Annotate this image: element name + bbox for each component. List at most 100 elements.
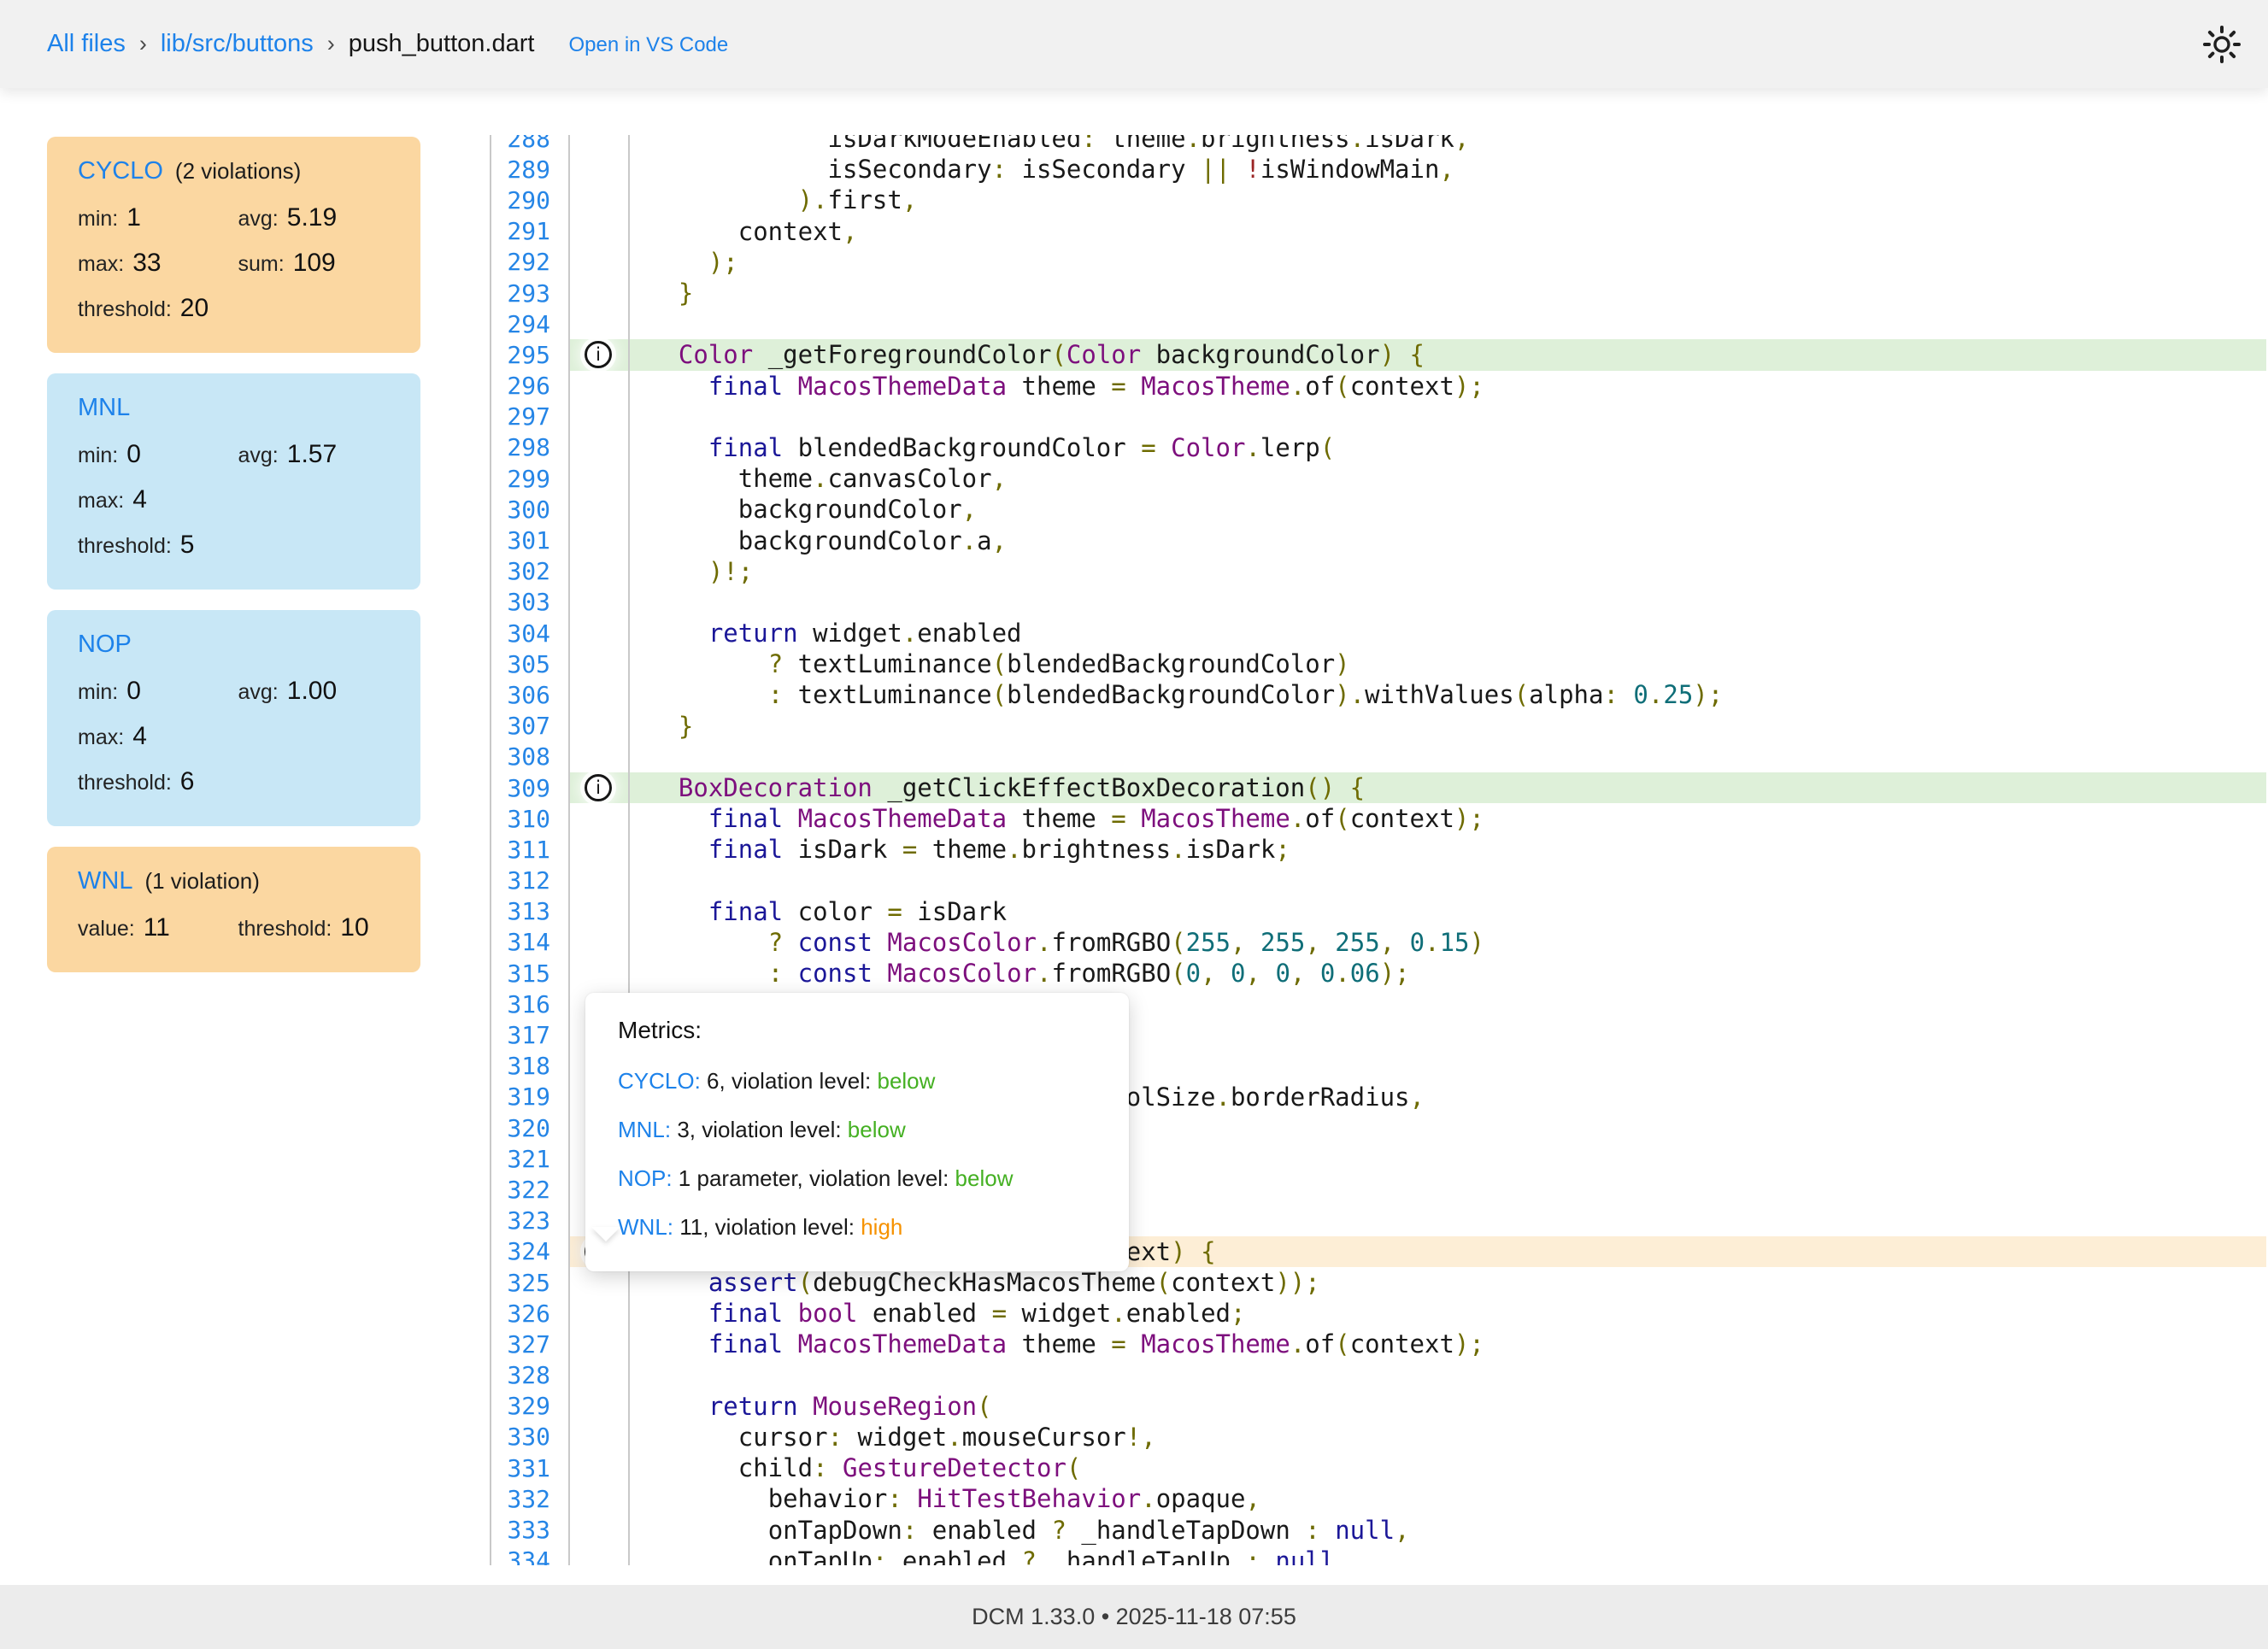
- token: final: [708, 371, 784, 401]
- token: isDarkModeEnabled: [827, 135, 1082, 154]
- indent: [649, 835, 708, 864]
- line-number: 306: [491, 680, 568, 709]
- token: .: [947, 1422, 962, 1452]
- sun-icon: [2200, 26, 2244, 69]
- indent: [649, 433, 708, 462]
- icon-gutter: i: [568, 772, 628, 803]
- metric-title-link[interactable]: NOP: [78, 631, 132, 658]
- token: 0: [1409, 927, 1425, 957]
- token: );: [1454, 371, 1484, 401]
- open-in-vscode-link[interactable]: Open in VS Code: [568, 33, 729, 56]
- token: [1231, 155, 1245, 184]
- metric-card-header: WNL(1 violation): [78, 867, 398, 905]
- token: ,: [1245, 959, 1260, 989]
- token: (: [1155, 1268, 1172, 1298]
- code-row-body: onTapDown: enabled ? _handleTapDown : nu…: [568, 1514, 2266, 1545]
- token: fromRGBO: [1051, 959, 1172, 989]
- icon-gutter: [568, 278, 628, 308]
- code-row: 293 }: [491, 278, 2266, 308]
- token: .: [902, 619, 918, 648]
- line-number: 294: [491, 309, 568, 338]
- line-number: 297: [491, 402, 568, 431]
- token: _getForegroundColor: [753, 340, 1052, 370]
- code-text: final MacosThemeData theme = MacosTheme.…: [628, 1329, 1484, 1359]
- icon-gutter: [568, 1298, 628, 1329]
- info-icon[interactable]: i: [585, 341, 612, 369]
- token: .: [1648, 680, 1664, 710]
- token: (: [1335, 1329, 1350, 1359]
- token: [828, 1453, 843, 1482]
- token: final: [708, 432, 784, 462]
- stat-value: 33: [132, 248, 162, 277]
- line-number: 316: [491, 989, 568, 1018]
- token: widget: [797, 619, 902, 648]
- metric-title-link[interactable]: WNL: [78, 867, 133, 895]
- code-text: theme.canvasColor,: [628, 464, 1007, 493]
- token: (: [991, 680, 1008, 710]
- indent: [649, 1268, 708, 1297]
- code-row-body: isDarkModeEnabled: theme.brightness.isDa…: [568, 135, 2266, 154]
- code-text: }: [628, 279, 693, 308]
- stat: threshold:10: [238, 913, 399, 942]
- icon-gutter: [568, 1514, 628, 1545]
- token: ,: [1454, 135, 1470, 154]
- token: return: [708, 619, 798, 648]
- token: MacosColor: [887, 959, 1037, 989]
- theme-toggle-button[interactable]: [2200, 22, 2244, 67]
- line-number: 325: [491, 1268, 568, 1297]
- indent: [649, 340, 679, 369]
- code-row: 288 isDarkModeEnabled: theme.brightness.…: [491, 135, 2266, 154]
- token: (: [1335, 804, 1350, 834]
- header: All files › lib/src/buttons › push_butto…: [0, 0, 2268, 88]
- token: isDark: [783, 835, 902, 865]
- tooltip-item: NOP: 1 parameter, violation level: below: [618, 1165, 1107, 1192]
- token: (: [1171, 927, 1186, 957]
- stat-value: 4: [132, 721, 147, 750]
- info-icon[interactable]: i: [585, 774, 612, 802]
- code-row: 310 final MacosThemeData theme = MacosTh…: [491, 803, 2266, 834]
- token: _handleTapDown: [1066, 1515, 1306, 1545]
- stat-value: 4: [132, 484, 147, 513]
- token: ).: [1335, 680, 1366, 710]
- token: 255: [1185, 927, 1231, 957]
- token: .: [1290, 804, 1306, 834]
- icon-gutter: [568, 135, 628, 154]
- metric-title-link[interactable]: CYCLO: [78, 157, 163, 185]
- code-row-body: }: [568, 278, 2266, 308]
- metric-title-link[interactable]: MNL: [78, 394, 131, 421]
- token: 0: [1633, 680, 1648, 710]
- code-panel: 288 isDarkModeEnabled: theme.brightness.…: [490, 135, 2266, 1565]
- indent: [649, 649, 768, 678]
- code-lines: 288 isDarkModeEnabled: theme.brightness.…: [491, 135, 2266, 1565]
- stat-label: value:: [78, 916, 135, 941]
- line-number: 301: [491, 526, 568, 555]
- code-row: 308: [491, 742, 2266, 772]
- code-text: behavior: HitTestBehavior.opaque,: [628, 1484, 1260, 1513]
- token: ,: [1245, 1484, 1260, 1514]
- token: ,: [1305, 927, 1320, 957]
- code-row: 313 final color = isDark: [491, 896, 2266, 927]
- line-number: 292: [491, 248, 568, 277]
- token: )!;: [708, 556, 754, 586]
- breadcrumb-folder[interactable]: lib/src/buttons: [160, 30, 314, 57]
- token: [1619, 680, 1633, 709]
- code-row: 329 return MouseRegion(: [491, 1391, 2266, 1422]
- token: fromRGBO: [1051, 927, 1172, 957]
- line-number: 321: [491, 1144, 568, 1173]
- indent: [649, 526, 738, 555]
- breadcrumb-all-files[interactable]: All files: [47, 30, 126, 57]
- token: :: [827, 1422, 843, 1452]
- tooltip-metric-text: 3, violation level:: [671, 1117, 848, 1142]
- code-text: cursor: widget.mouseCursor!,: [628, 1423, 1156, 1452]
- stat-label: threshold:: [238, 916, 332, 941]
- token: theme: [1007, 1329, 1112, 1359]
- token: [783, 928, 797, 957]
- stat-value: 5: [179, 530, 195, 559]
- stat-row: max:4: [78, 713, 398, 759]
- token: of: [1305, 1329, 1336, 1359]
- code-row: 290 ).first,: [491, 185, 2266, 215]
